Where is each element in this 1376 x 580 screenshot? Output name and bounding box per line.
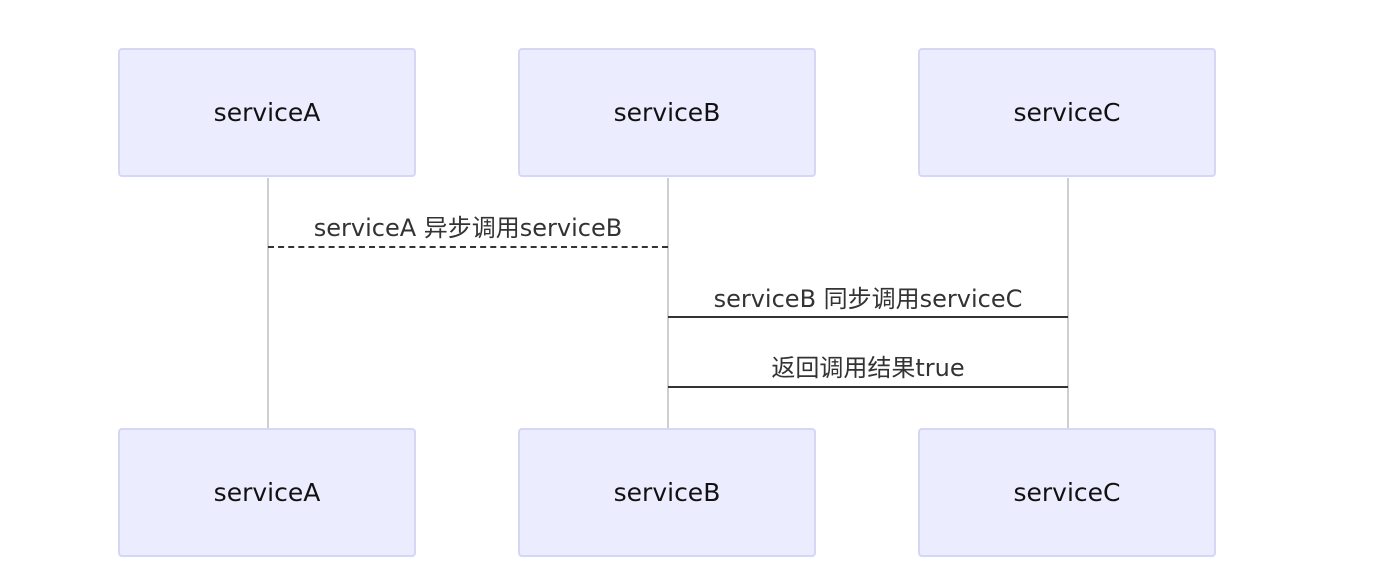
lifeline-serviceA (267, 178, 269, 428)
message-label-return-result: 返回调用结果true (771, 354, 965, 382)
message-label-sync-call: serviceB 同步调用serviceC (713, 285, 1023, 313)
participant-box-bottom-serviceB: serviceB (518, 428, 816, 557)
participant-label: serviceC (1013, 98, 1121, 127)
participant-label: serviceB (613, 98, 721, 127)
participant-label: serviceA (213, 478, 321, 507)
participant-label: serviceA (213, 98, 321, 127)
participant-box-top-serviceB: serviceB (518, 48, 816, 177)
lifeline-serviceC (1067, 178, 1069, 428)
participant-box-top-serviceA: serviceA (118, 48, 416, 177)
participant-box-bottom-serviceC: serviceC (918, 428, 1216, 557)
participant-box-top-serviceC: serviceC (918, 48, 1216, 177)
message-label-async-call: serviceA 异步调用serviceB (313, 214, 623, 242)
participant-box-bottom-serviceA: serviceA (118, 428, 416, 557)
message-line-return-result (668, 386, 1068, 388)
message-line-sync-call (668, 316, 1068, 318)
message-line-async-call (268, 246, 668, 248)
participant-label: serviceB (613, 478, 721, 507)
lifeline-serviceB (667, 178, 669, 428)
participant-label: serviceC (1013, 478, 1121, 507)
